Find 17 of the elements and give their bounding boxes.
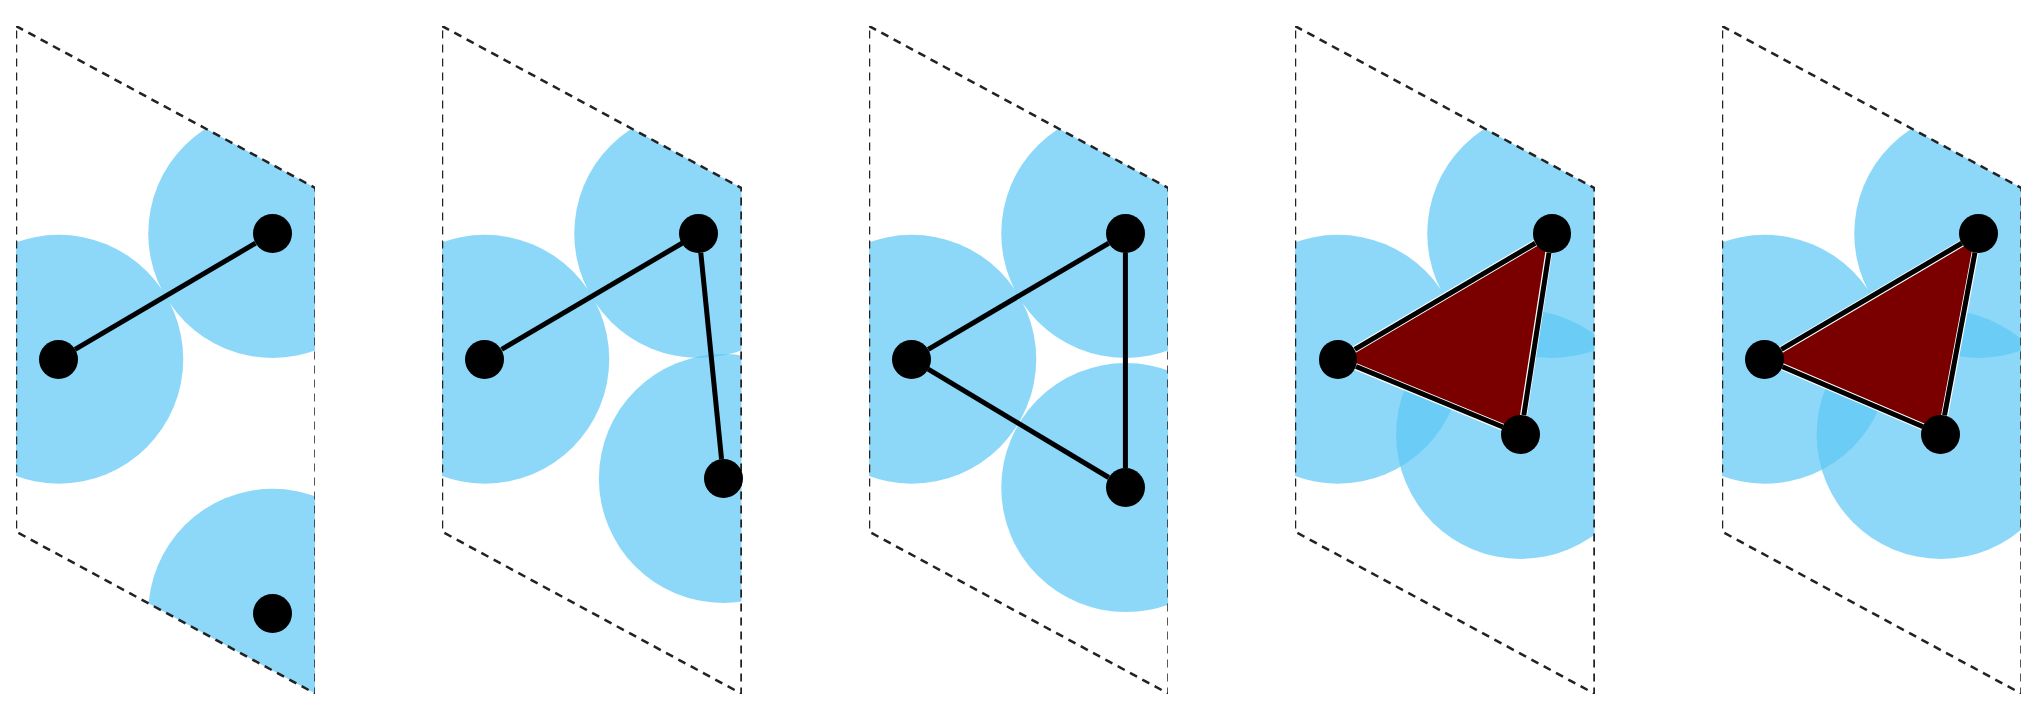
edge-line bbox=[73, 241, 257, 352]
edge-line bbox=[1781, 364, 1925, 429]
dashed-panel bbox=[868, 25, 1169, 694]
edge-line bbox=[1942, 252, 1978, 416]
edge-line bbox=[1780, 241, 1964, 352]
dashed-panel bbox=[1721, 25, 2022, 694]
edge-line bbox=[1353, 241, 1537, 352]
edge-line bbox=[926, 367, 1110, 480]
edge-line bbox=[698, 252, 724, 460]
dashed-panel bbox=[15, 25, 316, 694]
edge-line bbox=[1521, 252, 1552, 416]
edge-line bbox=[926, 241, 1110, 352]
edge-line bbox=[1355, 364, 1504, 430]
dashed-panel bbox=[442, 25, 742, 694]
edge-line bbox=[1122, 252, 1128, 469]
dashed-panel bbox=[1295, 25, 1595, 694]
edge-line bbox=[500, 241, 684, 352]
